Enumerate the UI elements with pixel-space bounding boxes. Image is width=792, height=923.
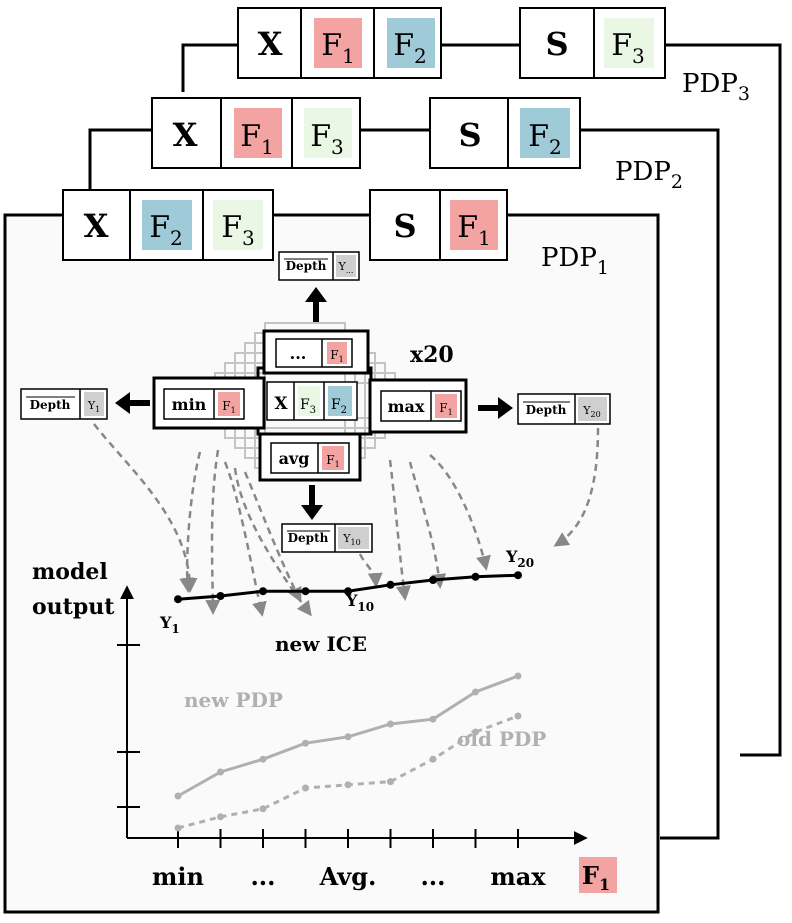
pdp3-label: PDP3 (682, 69, 750, 105)
row3-feat-b: F2 (393, 28, 427, 68)
right-cell-label: max (388, 397, 425, 416)
row1-feat-a: F2 (149, 210, 183, 250)
series-point-0-5 (386, 580, 395, 589)
top-cell: ... F1 (262, 329, 370, 375)
series-point-0-1 (216, 592, 225, 600)
pdp2-header: X F1 F3 S F2 (151, 97, 581, 169)
x-tick-label-4: max (490, 862, 546, 891)
pdp1-label: PDP1 (541, 243, 609, 279)
x-feature-badge: F1 (579, 857, 617, 894)
x-tick-label-0: min (152, 862, 204, 891)
row3-s: S (545, 25, 568, 63)
old-pdp-label: old PDP (457, 727, 546, 751)
pdp1-header: X F2 F3 S F1 (62, 189, 508, 261)
center-f3: F3 (300, 397, 316, 416)
series-point-2-3 (302, 784, 309, 792)
series-point-1-1 (217, 768, 224, 776)
series-point-1-6 (429, 715, 437, 723)
output-top-y: Y... (338, 260, 354, 275)
output-right: Depth Y20 (517, 393, 611, 425)
repeat-label: x20 (410, 342, 454, 368)
center-f2: F2 (331, 397, 347, 416)
series-point-2-6 (429, 755, 437, 763)
row2-s: S (458, 116, 481, 154)
output-right-y: Y20 (582, 404, 600, 419)
series-point-2-1 (217, 813, 224, 821)
new-ice-label: new ICE (275, 632, 367, 656)
row1-s-feat: F1 (457, 210, 491, 250)
right-cell-feat: F1 (439, 401, 452, 417)
y10-label: Y10 (345, 591, 374, 614)
output-bottom-depth: Depth (288, 531, 329, 545)
left-cell: min F1 (152, 376, 266, 430)
center-x: X (274, 394, 288, 414)
series-point-0-7 (471, 572, 480, 581)
series-point-1-3 (302, 739, 309, 747)
right-cell: max F1 (368, 378, 468, 434)
x-feature-label: F1 (582, 861, 610, 894)
series-point-2-8 (514, 712, 522, 720)
row2-x: X (173, 116, 198, 154)
row2-feat-a: F1 (240, 119, 274, 159)
series-point-1-4 (344, 733, 352, 741)
row2-feat-b: F3 (310, 119, 344, 159)
series-point-0-2 (259, 587, 267, 596)
row2-s-feat: F2 (528, 119, 562, 159)
x-tick-label-3: ... (420, 862, 445, 891)
ylabel-line1: model (32, 559, 108, 585)
new-pdp-label: new PDP (184, 688, 283, 712)
bottom-cell: avg F1 (258, 432, 362, 482)
output-bottom-y: Y10 (342, 532, 360, 547)
pdp2-label: PDP2 (615, 157, 683, 193)
row3-feat-a: F1 (321, 28, 355, 68)
series-point-1-7 (472, 688, 479, 696)
row1-x: X (84, 207, 109, 245)
direction-arrows (115, 287, 513, 520)
row1-s: S (393, 207, 416, 245)
pdp2-panel (88, 128, 720, 840)
series-point-0-3 (301, 587, 310, 596)
x-tick-label-2: Avg. (319, 862, 377, 891)
series-point-1-0 (174, 792, 182, 800)
series-point-0-6 (429, 576, 437, 584)
output-top: Depth Y... (278, 251, 360, 281)
output-left-depth: Depth (30, 398, 71, 412)
series-point-0-8 (514, 571, 522, 580)
y1-label: Y1 (159, 613, 180, 636)
series-point-2-5 (387, 778, 394, 786)
output-left: Depth Y1 (20, 388, 108, 420)
series-point-2-0 (174, 824, 182, 832)
top-cell-label: ... (290, 344, 307, 363)
top-cell-feat: F1 (330, 348, 343, 364)
row1-feat-b: F3 (221, 210, 255, 250)
series-point-2-7 (472, 728, 479, 736)
series-point-1-2 (259, 755, 267, 763)
bottom-cell-label: avg (279, 449, 310, 468)
x-tick-label-1: ... (250, 862, 275, 891)
output-bottom: Depth Y10 (281, 523, 373, 553)
pdp3-panel (181, 43, 782, 757)
plot-area (117, 585, 588, 848)
row3-x: X (258, 25, 283, 63)
left-cell-feat: F1 (222, 399, 235, 415)
row3-s-feat: F3 (611, 28, 645, 68)
series-point-1-8 (514, 672, 522, 680)
y20-label: Y20 (505, 547, 534, 570)
ylabel-line2: output (32, 594, 115, 620)
series-point-0-0 (174, 595, 182, 604)
series-point-1-5 (387, 720, 394, 728)
left-cell-label: min (172, 395, 207, 414)
series-point-0-4 (344, 587, 352, 596)
series-point-2-4 (344, 781, 352, 789)
output-right-depth: Depth (526, 403, 567, 417)
pdp3-header: X F1 F2 S F3 (237, 7, 666, 79)
output-top-depth: Depth (286, 259, 327, 273)
output-left-y: Y1 (87, 399, 100, 414)
bottom-cell-feat: F1 (326, 453, 339, 469)
series-point-2-2 (259, 805, 267, 813)
